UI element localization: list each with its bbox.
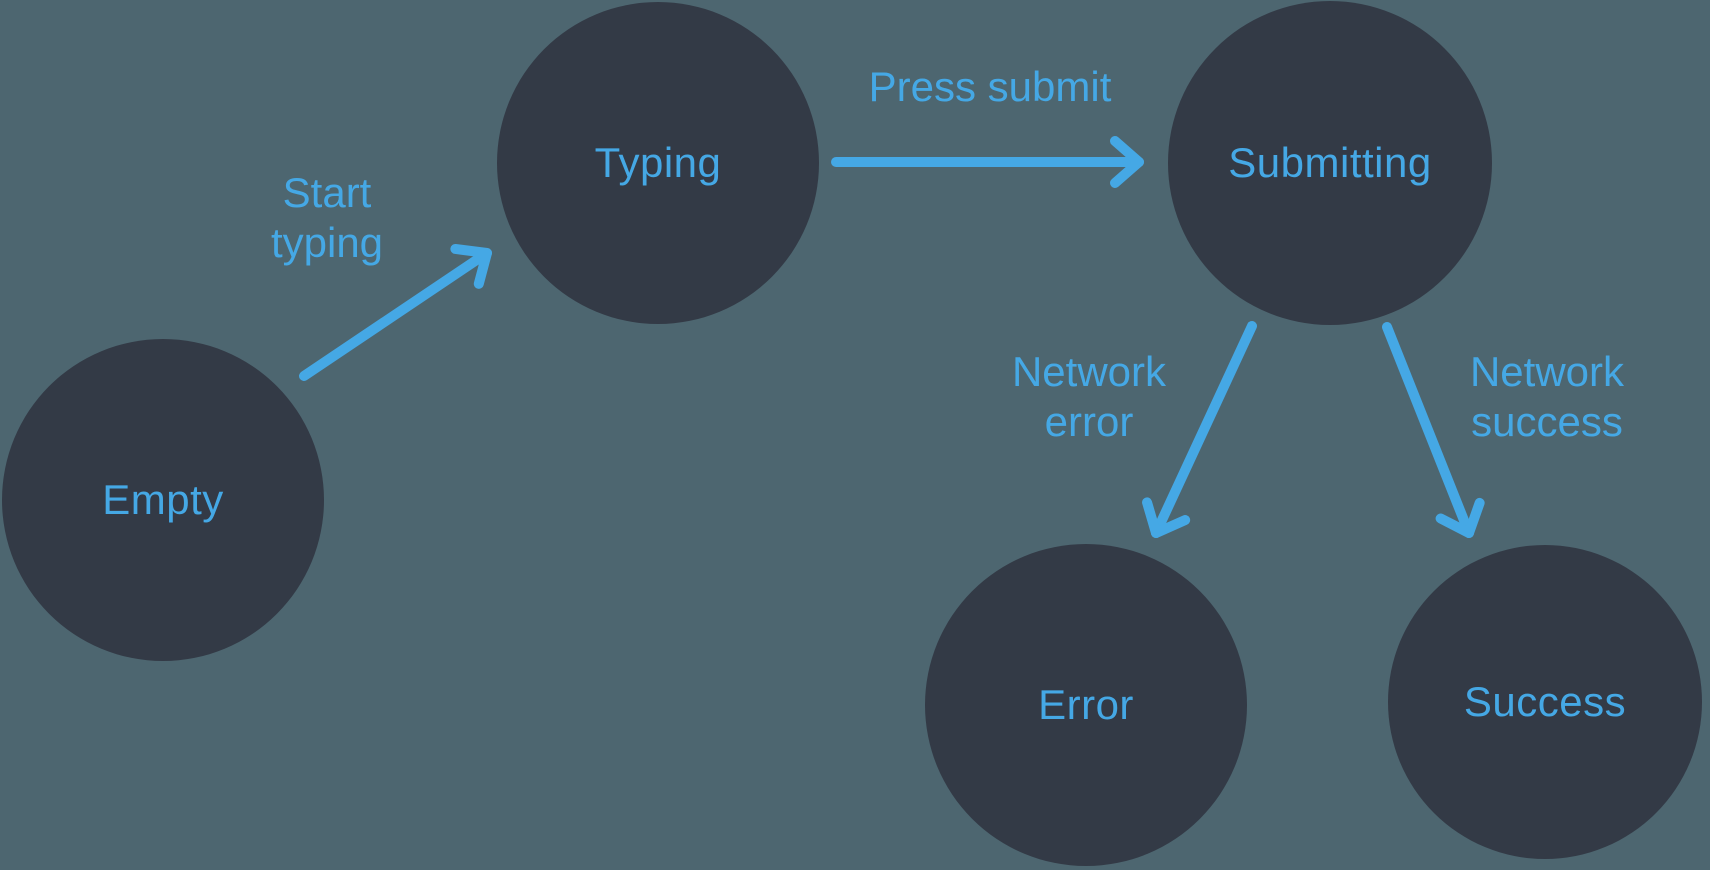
transition-arrow-submitting-to-error [1142, 321, 1257, 538]
state-node-submitting: Submitting [1168, 1, 1492, 325]
state-node-error: Error [925, 544, 1247, 866]
state-node-empty: Empty [2, 339, 324, 661]
state-label-success: Success [1463, 678, 1627, 725]
state-label-error: Error [1038, 681, 1134, 728]
transition-label-line: typing [270, 219, 384, 266]
transition-label-line: error [1044, 398, 1134, 445]
state-label-submitting: Submitting [1228, 139, 1432, 186]
transition-label-line: Press submit [868, 63, 1112, 110]
transition-label-press-submit: Press submit [869, 62, 1112, 112]
state-label-empty: Empty [102, 476, 224, 523]
transition-label-network-error: Network error [1012, 347, 1166, 447]
transition-label-line: success [1471, 398, 1623, 445]
state-label-typing: Typing [594, 139, 722, 186]
state-node-typing: Typing [497, 2, 819, 324]
transition-label-start-typing: Start typing [271, 168, 383, 268]
transition-arrow-empty-to-typing [299, 243, 492, 381]
transition-arrow-submitting-to-success [1382, 322, 1485, 538]
transition-label-line: Start [282, 169, 372, 216]
transition-label-network-success: Network success [1470, 347, 1624, 447]
transition-label-line: Network [1011, 348, 1167, 395]
transition-label-line: Network [1469, 348, 1625, 395]
state-node-success: Success [1388, 545, 1702, 859]
